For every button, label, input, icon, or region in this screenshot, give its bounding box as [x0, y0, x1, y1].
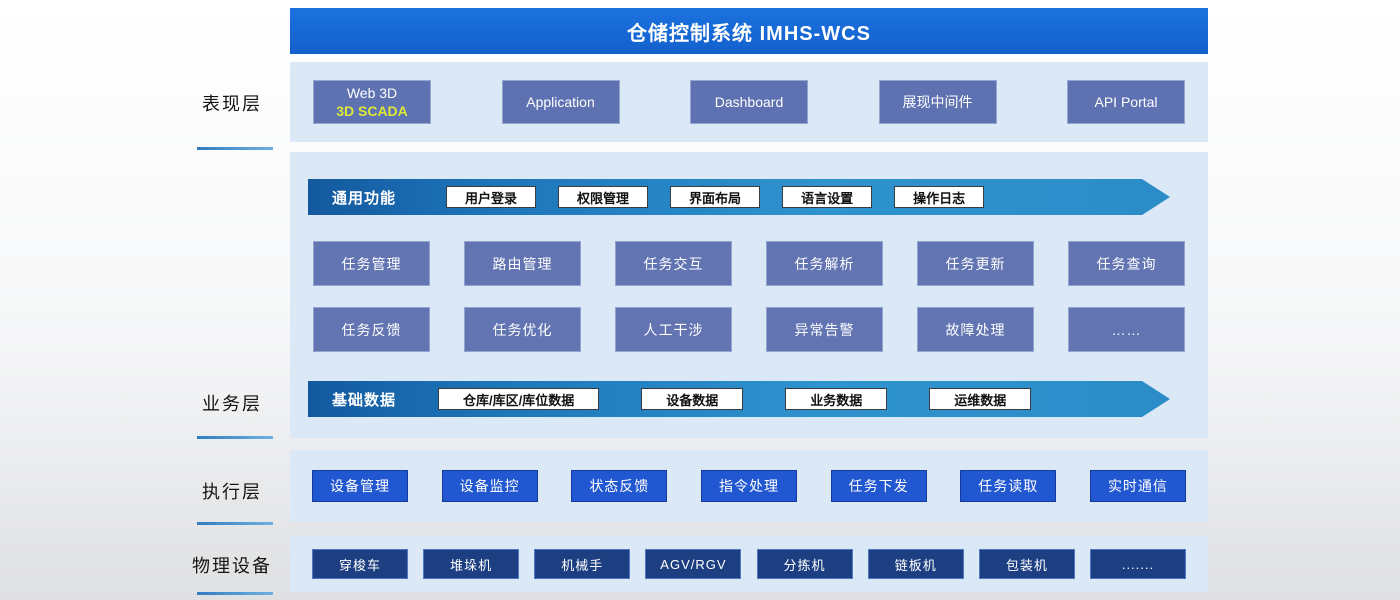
device-agv-rgv: AGV/RGV	[645, 549, 742, 579]
device-sorter: 分拣机	[756, 549, 853, 579]
task-module-row-1: 任务管理 路由管理 任务交互 任务解析 任务更新 任务查询	[290, 241, 1208, 286]
device-robotic-arm: 机械手	[534, 549, 631, 579]
module-realtime-comm: 实时通信	[1089, 470, 1186, 502]
task-module-row-2: 任务反馈 任务优化 人工干涉 异常告警 故障处理 ……	[290, 307, 1208, 352]
module-task-feedback: 任务反馈	[313, 307, 430, 352]
module-scada-label: 3D SCADA	[336, 103, 408, 119]
module-task-dispatch: 任务下发	[830, 470, 927, 502]
device-stacker-crane: 堆垛机	[423, 549, 520, 579]
layer-underline-presentation	[197, 147, 273, 150]
module-manual-intervention: 人工干涉	[615, 307, 732, 352]
business-layer-band: 通用功能 用户登录 权限管理 界面布局 语言设置 操作日志 任务管理 路由管理 …	[290, 152, 1208, 438]
layer-label-execution: 执行层	[202, 482, 262, 502]
tag-language-settings: 语言设置	[782, 186, 872, 208]
module-api-portal: API Portal	[1067, 80, 1185, 124]
module-route-management: 路由管理	[464, 241, 581, 286]
layer-underline-business	[197, 436, 273, 439]
module-task-interaction: 任务交互	[615, 241, 732, 286]
tag-ui-layout: 界面布局	[670, 186, 760, 208]
layer-label-business: 业务层	[202, 394, 262, 414]
module-task-reading: 任务读取	[960, 470, 1057, 502]
layer-label-physical: 物理设备	[192, 556, 272, 576]
tag-ops-data: 运维数据	[929, 388, 1031, 410]
module-task-management: 任务管理	[313, 241, 430, 286]
device-shuttle-car: 穿梭车	[312, 549, 408, 579]
module-task-update: 任务更新	[917, 241, 1034, 286]
device-ellipsis: .......	[1089, 549, 1186, 579]
system-title-bar: 仓储控制系统 IMHS-WCS	[290, 8, 1208, 54]
module-exception-alarm: 异常告警	[766, 307, 883, 352]
common-functions-title: 通用功能	[332, 189, 397, 207]
layer-label-presentation: 表现层	[202, 94, 262, 114]
module-web3d-label: Web 3D	[346, 85, 398, 101]
layer-underline-physical	[197, 592, 273, 595]
presentation-layer-band: Web 3D 3D SCADA Application Dashboard 展现…	[290, 62, 1208, 142]
module-task-optimization: 任务优化	[464, 307, 581, 352]
layer-underline-execution	[197, 522, 273, 525]
tag-user-login: 用户登录	[446, 186, 536, 208]
basic-data-banner: 基础数据 仓库/库区/库位数据 设备数据 业务数据 运维数据	[308, 381, 1170, 417]
device-packing-machine: 包装机	[978, 549, 1075, 579]
module-command-processing: 指令处理	[700, 470, 797, 502]
basic-data-title: 基础数据	[332, 391, 397, 409]
device-chain-conveyor: 链板机	[867, 549, 964, 579]
module-web3d-scada: Web 3D 3D SCADA	[313, 80, 431, 124]
tag-equipment-data: 设备数据	[641, 388, 743, 410]
module-task-parsing: 任务解析	[766, 241, 883, 286]
module-application: Application	[501, 80, 620, 124]
tag-operation-logs: 操作日志	[894, 186, 984, 208]
tag-warehouse-location-data: 仓库/库区/库位数据	[438, 388, 599, 410]
common-functions-banner: 通用功能 用户登录 权限管理 界面布局 语言设置 操作日志	[308, 179, 1170, 215]
module-status-feedback: 状态反馈	[571, 470, 668, 502]
module-fault-handling: 故障处理	[917, 307, 1034, 352]
module-device-monitoring: 设备监控	[441, 470, 538, 502]
execution-layer-band: 设备管理 设备监控 状态反馈 指令处理 任务下发 任务读取 实时通信	[290, 450, 1208, 522]
module-ellipsis: ……	[1068, 307, 1185, 352]
tag-permission-mgmt: 权限管理	[558, 186, 648, 208]
tag-business-data: 业务数据	[785, 388, 887, 410]
module-middleware: 展现中间件	[878, 80, 997, 124]
module-device-management: 设备管理	[312, 470, 408, 502]
module-dashboard: Dashboard	[690, 80, 808, 124]
physical-equipment-band: 穿梭车 堆垛机 机械手 AGV/RGV 分拣机 链板机 包装机 .......	[290, 536, 1208, 592]
module-task-query: 任务查询	[1068, 241, 1185, 286]
